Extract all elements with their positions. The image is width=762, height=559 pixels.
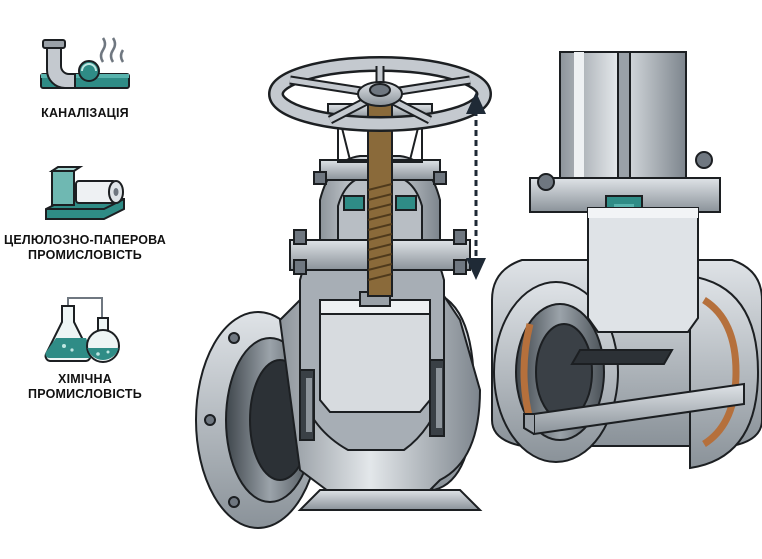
vertical-double-arrow [466,92,486,280]
application-chemical: ХІМІЧНА ПРОМИСЛОВІСТЬ [0,292,170,402]
application-paper: ЦЕЛЮЛОЗНО-ПАПЕРОВА ПРОМИСЛОВІСТЬ [0,165,170,263]
chemistry-flasks-icon [44,297,120,363]
sewer-pipe-icon [40,37,130,89]
handwheel-gate-valve [195,56,492,529]
valves-illustration [195,51,762,529]
application-label-chemical: ХІМІЧНА ПРОМИСЛОВІСТЬ [28,372,142,401]
application-sewer: КАНАЛІЗАЦІЯ [0,36,170,121]
knife-gate-valve [491,51,762,470]
application-label-paper: ЦЕЛЮЛОЗНО-ПАПЕРОВА ПРОМИСЛОВІСТЬ [4,233,166,262]
paper-roll-icon [45,166,125,220]
application-label-sewer: КАНАЛІЗАЦІЯ [41,106,129,120]
applications-panel: КАНАЛІЗАЦІЯ ЦЕЛЮЛОЗНО-ПАПЕРОВА ПРОМИСЛОВ… [0,0,170,559]
